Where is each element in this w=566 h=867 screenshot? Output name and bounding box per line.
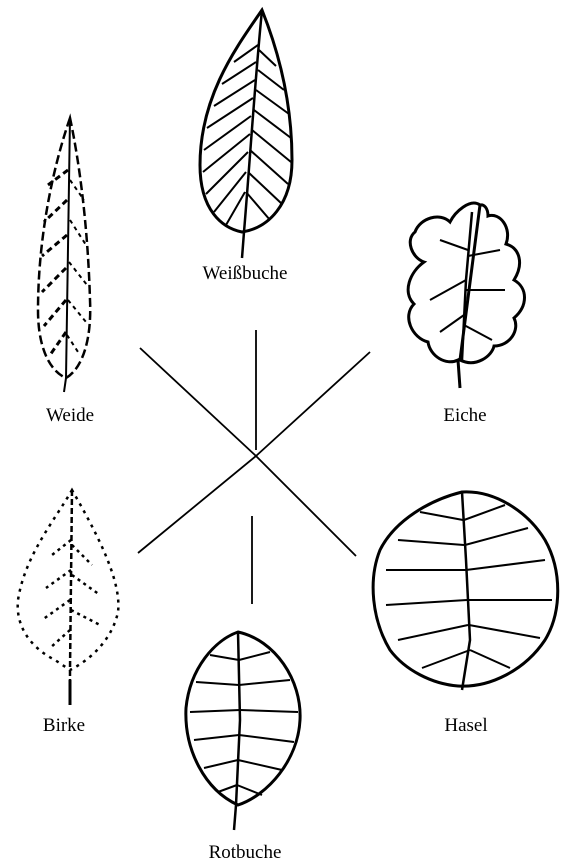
connector-lines <box>138 330 370 604</box>
eiche-label: Eiche <box>443 406 486 425</box>
birke-label: Birke <box>43 716 85 735</box>
line-to-eiche <box>256 352 370 456</box>
weissbuche-label: Weißbuche <box>203 264 288 283</box>
rotbuche-leaf <box>186 632 300 830</box>
hasel-leaf <box>373 492 558 690</box>
line-to-weide <box>140 348 256 456</box>
hasel-label: Hasel <box>444 716 487 735</box>
weissbuche-leaf <box>200 10 292 258</box>
weide-leaf <box>38 118 90 392</box>
line-to-hasel <box>256 456 356 556</box>
line-to-birke <box>138 456 256 553</box>
eiche-leaf <box>408 203 524 388</box>
birke-leaf <box>18 490 119 705</box>
weide-label: Weide <box>46 406 94 425</box>
rotbuche-label: Rotbuche <box>209 843 282 862</box>
